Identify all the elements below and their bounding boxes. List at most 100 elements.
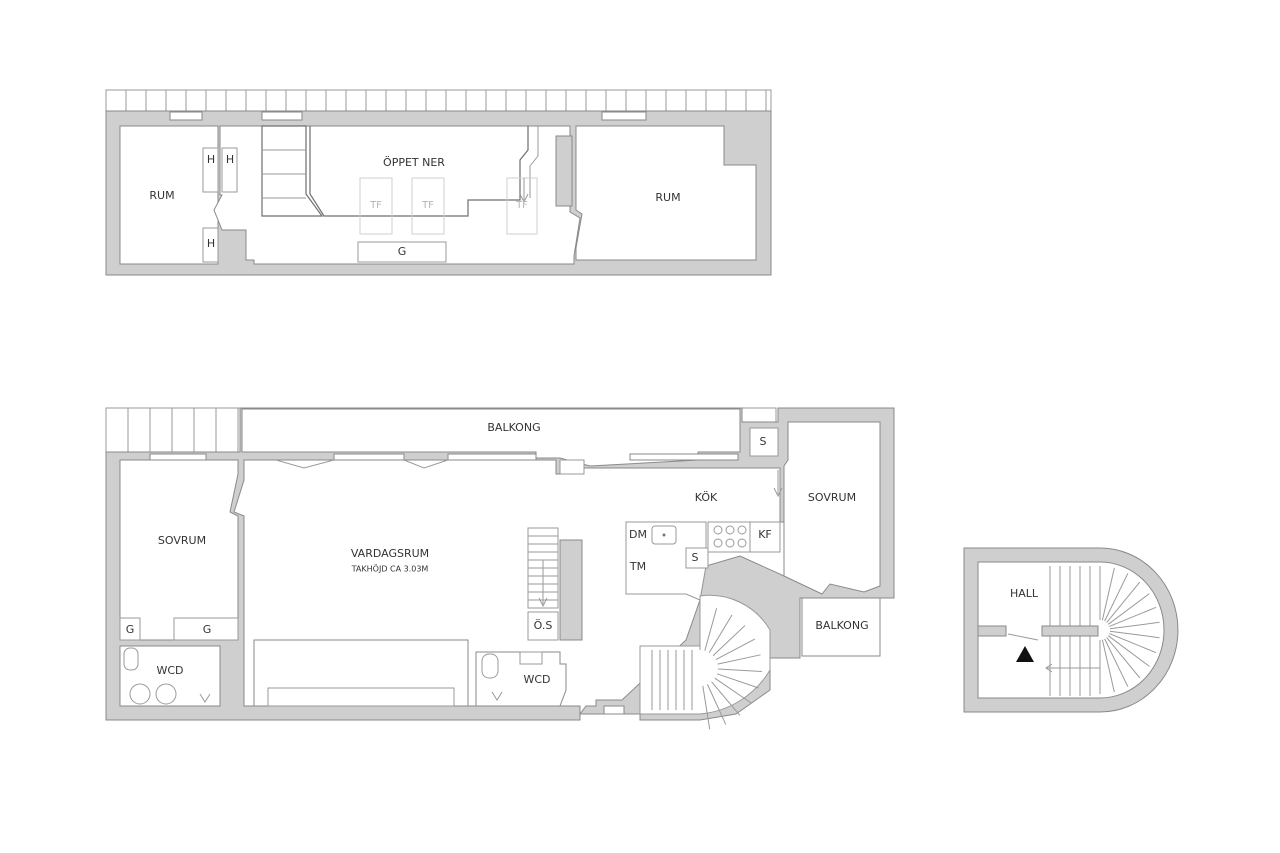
line-stroke <box>1104 638 1129 687</box>
line-stroke <box>1107 635 1150 667</box>
line-stroke <box>708 614 733 653</box>
upper-room-left <box>119 125 219 265</box>
wardrobe-os <box>527 611 559 641</box>
label-s-top: S <box>760 435 767 448</box>
line-stroke <box>707 684 727 725</box>
label-os: Ö.S <box>534 619 553 632</box>
wardrobe-h3 <box>202 227 219 263</box>
label-wcd-left: WCD <box>156 664 183 677</box>
upper-bench-g <box>357 241 447 263</box>
room-sovrum-right <box>783 421 881 595</box>
wardrobe-g-right <box>173 617 239 641</box>
wardrobe-s-top <box>749 427 779 457</box>
line-stroke <box>1106 581 1141 623</box>
main-window-2 <box>333 453 405 461</box>
label-takhojd: TAKHÖJD CA 3.03M <box>351 564 429 574</box>
stair-wall <box>559 539 583 641</box>
main-railing-left <box>105 407 241 453</box>
label-oppet-ner: ÖPPET NER <box>383 156 445 169</box>
label-balkong-right: BALKONG <box>815 619 868 632</box>
label-kok: KÖK <box>695 491 718 504</box>
kitchen-s <box>685 547 709 569</box>
room-sovrum-left <box>119 459 239 641</box>
label-sovrum-left: SOVRUM <box>158 534 206 547</box>
balcony-door-box <box>559 459 585 475</box>
label-tf3: TF <box>515 200 528 211</box>
label-tf2: TF <box>421 200 434 211</box>
label-wcd-mid: WCD <box>523 673 550 686</box>
spiral-main-lines <box>651 606 762 730</box>
skylight-tf1 <box>359 177 393 235</box>
main-window-3 <box>447 453 537 461</box>
line-stroke <box>1109 633 1157 654</box>
label-h2: H <box>226 153 234 166</box>
label-tf1: TF <box>369 200 382 211</box>
line-stroke <box>702 685 711 730</box>
line-stroke <box>1109 630 1160 639</box>
hall-stair-wall <box>1041 625 1099 637</box>
main-balcony-top <box>241 408 741 467</box>
label-hall: HALL <box>1010 587 1039 600</box>
label-g-left: G <box>126 623 135 636</box>
upper-floor: RUM RUM ÖPPET NER H H H TF TF TF G <box>105 89 772 276</box>
main-railing-right <box>741 407 777 423</box>
main-floor: BALKONG S KÖK SOVRUM SOVRUM VARDAGSRUM T… <box>105 407 895 730</box>
toilet-left <box>123 647 139 671</box>
label-tm: TM <box>629 560 646 573</box>
wardrobe-h2 <box>221 147 238 193</box>
label-s-kitchen: S <box>692 551 699 564</box>
line-stroke <box>716 673 759 689</box>
line-stroke <box>714 677 752 704</box>
upper-window-3 <box>601 111 647 121</box>
hall-wall-stub <box>977 625 1007 637</box>
upper-window-2 <box>261 111 303 121</box>
label-balkong-top: BALKONG <box>487 421 540 434</box>
upper-column <box>555 135 573 207</box>
line-stroke <box>1101 567 1115 621</box>
line-stroke <box>712 625 746 657</box>
skylight-tf3 <box>506 177 538 235</box>
line-stroke <box>704 608 718 651</box>
line-stroke <box>1106 637 1141 679</box>
label-kf: KF <box>758 528 772 541</box>
label-g-upper: G <box>398 245 407 258</box>
spiral-hall-lines <box>1049 566 1160 696</box>
upper-window-1 <box>169 111 203 121</box>
skylight-tf2 <box>411 177 445 235</box>
sink-mid <box>519 651 543 665</box>
label-h3: H <box>207 237 215 250</box>
bench-vardagsrum <box>267 687 455 707</box>
upper-stair-block <box>261 125 324 217</box>
label-vardagsrum: VARDAGSRUM <box>351 547 429 560</box>
main-railing-lines <box>127 408 239 452</box>
entrance-marker-icon <box>1016 646 1034 662</box>
main-window-5 <box>603 705 625 715</box>
wardrobe-g-left <box>119 617 141 641</box>
room-wcd-left <box>119 645 221 707</box>
upper-railing-lines <box>125 90 767 111</box>
upper-room-right <box>575 125 757 261</box>
line-stroke <box>717 654 761 665</box>
room-balkong-right <box>801 597 881 657</box>
spiral-stair-main <box>639 594 771 715</box>
line-stroke <box>1109 621 1160 630</box>
label-h1: H <box>207 153 215 166</box>
label-g-right: G <box>203 623 212 636</box>
label-rum-right: RUM <box>655 191 680 204</box>
label-sovrum-right: SOVRUM <box>808 491 856 504</box>
wardrobe-h1 <box>202 147 219 193</box>
label-dm: DM <box>629 528 647 541</box>
main-window-1 <box>149 453 207 461</box>
fridge-kf <box>749 521 781 553</box>
main-window-4 <box>629 453 739 461</box>
line-stroke <box>715 638 756 661</box>
line-stroke <box>1101 639 1115 693</box>
line-stroke <box>717 668 762 673</box>
toilet-mid <box>481 653 499 679</box>
line-stroke <box>1107 593 1150 625</box>
line-stroke <box>1109 606 1157 627</box>
upper-opening-edge <box>309 126 529 217</box>
entrance-floor: HALL <box>963 547 1179 713</box>
label-rum-left: RUM <box>149 189 174 202</box>
